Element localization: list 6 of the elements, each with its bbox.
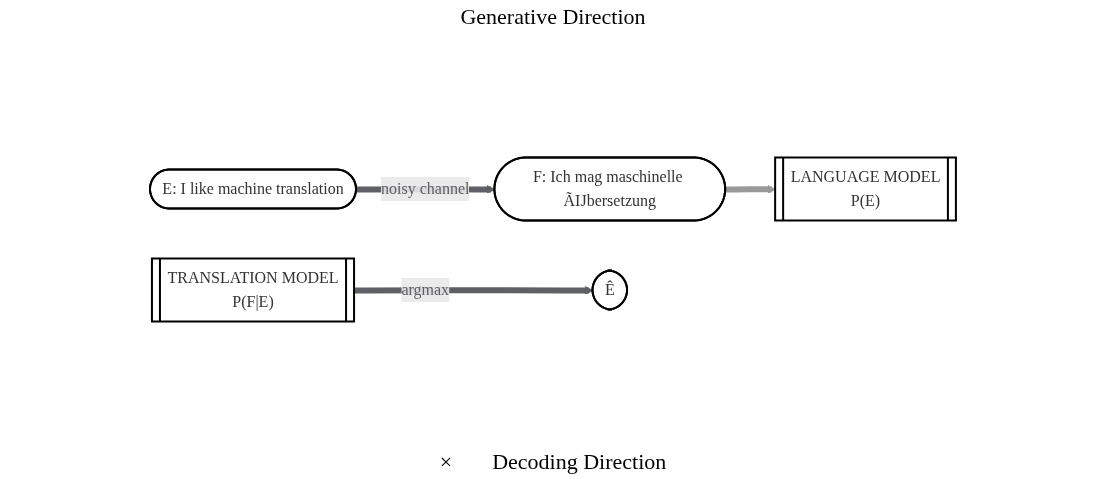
arrow: [725, 184, 777, 194]
heading-label: Generative Direction: [460, 4, 646, 30]
edge-label: argmax: [401, 281, 450, 298]
text-label: ×: [439, 449, 453, 475]
text-label: Decoding Direction: [492, 449, 667, 475]
edge-label: noisy channel: [381, 180, 470, 197]
